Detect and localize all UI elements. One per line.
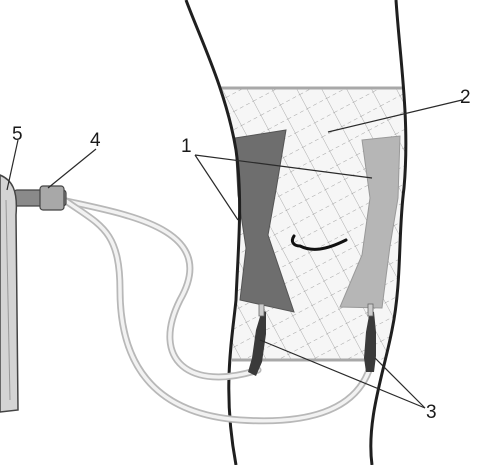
label-4-connector: 4 — [90, 130, 101, 151]
surgical-incision — [290, 234, 348, 251]
label-1-drainage-pads: 1 — [181, 136, 192, 157]
catheter-tip-right — [364, 303, 376, 372]
collection-bag — [0, 174, 19, 413]
tube-connector — [13, 185, 67, 211]
catheter-tip-left — [248, 303, 266, 376]
drainage-pad-right — [339, 135, 401, 309]
leg-outline-left — [184, 0, 242, 465]
leg-outline-right — [369, 0, 408, 465]
label-2-dressing: 2 — [460, 87, 471, 108]
label-5-collection-bag: 5 — [12, 124, 23, 145]
drainage-tubes — [62, 197, 376, 425]
leader-lines — [6, 99, 463, 409]
label-3-catheters: 3 — [426, 402, 437, 423]
